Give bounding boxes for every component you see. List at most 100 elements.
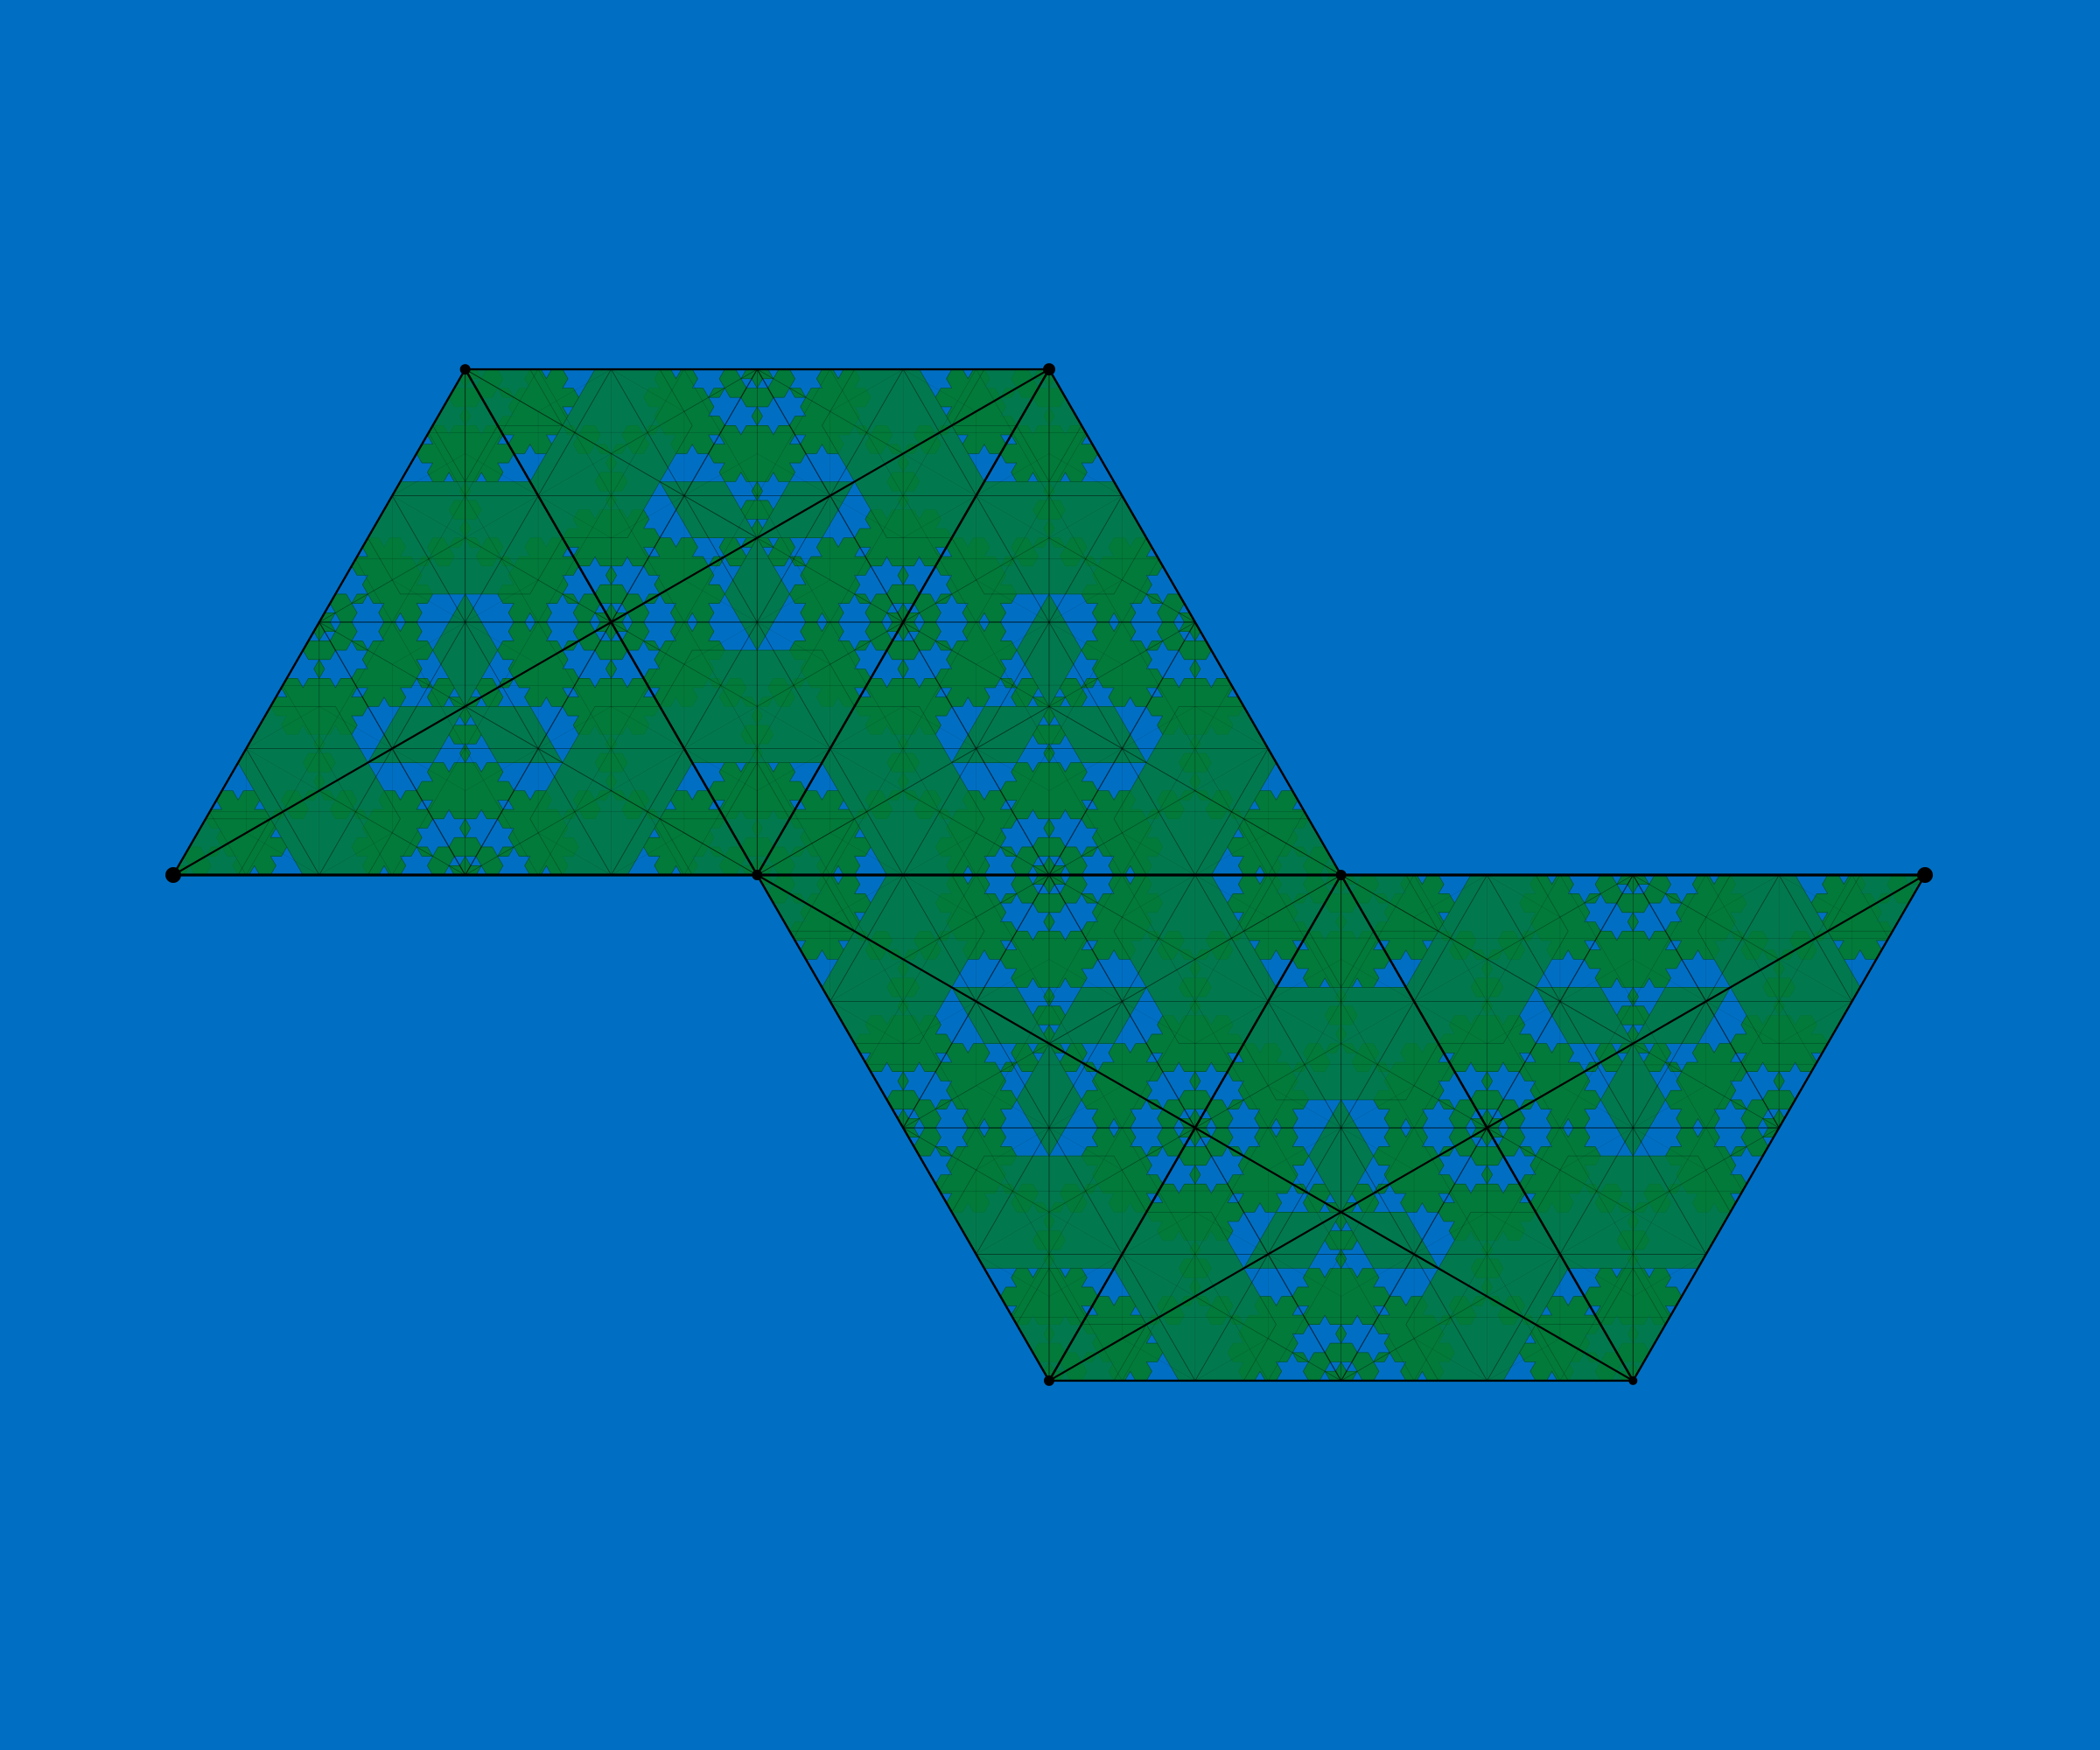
fractal-edge-104 [574, 432, 648, 496]
fractal-spoke-314 [1194, 959, 1269, 1002]
fractal-spoke-122 [903, 495, 976, 538]
fractal-edge-44 [537, 748, 685, 876]
fractal-spoke-223 [1194, 706, 1269, 749]
fractal-spoke-305 [1122, 1001, 1195, 1044]
fractal-spoke-439 [1559, 874, 1634, 918]
fractal-spoke-49 [465, 832, 539, 876]
fractal-spoke-459 [1705, 1127, 1780, 1171]
fractal-edge-388 [1377, 1317, 1452, 1382]
fractal-spoke-133 [611, 621, 685, 665]
fractal-edge-48 [501, 811, 576, 876]
fractal-edge-232 [975, 621, 1124, 749]
fractal-spoke-486 [1633, 1043, 1780, 1129]
fractal-edge-264 [866, 1001, 941, 1065]
fractal-spoke-475 [1779, 1001, 1852, 1044]
fractal-spoke-277 [902, 1127, 1050, 1213]
fractal-spoke-107 [537, 453, 612, 496]
fractal-edge-456 [1669, 1127, 1743, 1192]
fractal-edge-132 [647, 621, 721, 686]
fractal-spoke-47 [611, 790, 758, 876]
fractal-spoke-31 [392, 579, 466, 623]
fractal-spoke-229 [1122, 748, 1195, 791]
fractal-spoke-279 [1048, 1127, 1196, 1213]
fractal-spoke-98 [683, 368, 758, 412]
fractal-spoke-354 [1340, 1085, 1415, 1129]
fractal-spoke-197 [903, 579, 976, 623]
fractal-edge-432 [1450, 1001, 1524, 1065]
fractal-spoke-45 [465, 790, 612, 876]
fractal-diagonal-514 [756, 873, 1051, 1382]
fractal-spoke-269 [903, 874, 976, 918]
fractal-edge-56 [647, 811, 721, 876]
fractal-edge-204 [1085, 558, 1159, 623]
fractal-edge-156 [793, 558, 867, 623]
fractal-spoke-371 [1122, 1338, 1195, 1382]
fractal-spoke-387 [1487, 1212, 1561, 1255]
vertex-0 [165, 867, 181, 883]
fractal-spoke-21 [246, 748, 319, 791]
fractal-edge-440 [1450, 938, 1524, 1002]
fractal-spoke-494 [1705, 1085, 1780, 1129]
fractal-edge-364 [1158, 1191, 1232, 1255]
fractal-spoke-299 [1194, 874, 1341, 960]
fractal-edge-224 [1231, 811, 1306, 876]
fractal-spoke-390 [1340, 1338, 1415, 1382]
fractal-spoke-425 [1340, 874, 1488, 960]
fractal-spoke-321 [903, 1085, 976, 1129]
fractal-edge-292 [1012, 1191, 1087, 1255]
fractal-spoke-273 [830, 959, 904, 1002]
fractal-edge-140 [720, 748, 794, 812]
fractal-edge-176 [793, 811, 867, 876]
fractal-edge-496 [1596, 938, 1670, 1002]
fractal-edge-384 [1450, 1191, 1524, 1255]
fractal-spoke-457 [1633, 1127, 1706, 1171]
fractal-spoke-242 [1122, 621, 1195, 665]
fractal-spoke-65 [318, 621, 466, 707]
fractal-spoke-175 [902, 790, 1050, 876]
fractal-spoke-462 [1633, 1212, 1706, 1255]
fractal-spoke-225 [1194, 832, 1269, 876]
fractal-spoke-291 [1122, 1127, 1195, 1171]
fractal-spoke-27 [465, 537, 612, 623]
fractal-spoke-429 [1340, 874, 1415, 918]
fractal-spoke-363 [1194, 1296, 1341, 1382]
fractal-spoke-130 [757, 621, 904, 707]
fractal-spoke-11 [246, 832, 319, 876]
fractal-edge-28 [355, 558, 430, 623]
vertex-2 [1335, 870, 1347, 880]
fractal-spoke-455 [1633, 1254, 1706, 1297]
fractal-spoke-147 [683, 706, 758, 749]
fractal-spoke-246 [1048, 748, 1123, 791]
fractal-spoke-330 [1048, 959, 1123, 1002]
fractal-spoke-141 [683, 748, 758, 791]
fractal-spoke-162 [683, 579, 758, 623]
fractal-edge-472 [1742, 1001, 1816, 1065]
fractal-edge-136 [793, 621, 867, 686]
fractal-edge-16 [355, 811, 430, 876]
fractal-spoke-159 [757, 579, 830, 623]
fractal-spoke-334 [1048, 1001, 1123, 1044]
fractal-edge-348 [1231, 1064, 1306, 1129]
fractal-spoke-297 [1048, 874, 1196, 960]
fractal-spoke-57 [611, 832, 685, 876]
fractal-edge-144 [720, 685, 794, 749]
fractal-edge-60 [574, 748, 648, 812]
fractal-edge-52 [574, 685, 648, 749]
fractal-edge-88 [537, 368, 685, 496]
fractal-edge-96 [647, 368, 721, 433]
fractal-spoke-69 [318, 621, 393, 665]
fractal-edge-240 [1085, 621, 1159, 686]
fractal-spoke-121 [830, 495, 904, 538]
fractal-spoke-293 [976, 1212, 1050, 1255]
fractal-spoke-37 [465, 579, 539, 623]
vertex-4 [459, 364, 471, 375]
fractal-spoke-350 [1194, 1085, 1269, 1129]
vertex-7 [1628, 1376, 1638, 1385]
fractal-spoke-329 [976, 959, 1050, 1002]
fractal-spoke-25 [318, 537, 466, 623]
fractal-spoke-146 [757, 706, 830, 749]
fractal-spoke-449 [1487, 1127, 1561, 1171]
fractal-edge-372 [1231, 1317, 1306, 1382]
fractal-edge-228 [1158, 748, 1232, 812]
fractal-edge-408 [1304, 1254, 1378, 1318]
